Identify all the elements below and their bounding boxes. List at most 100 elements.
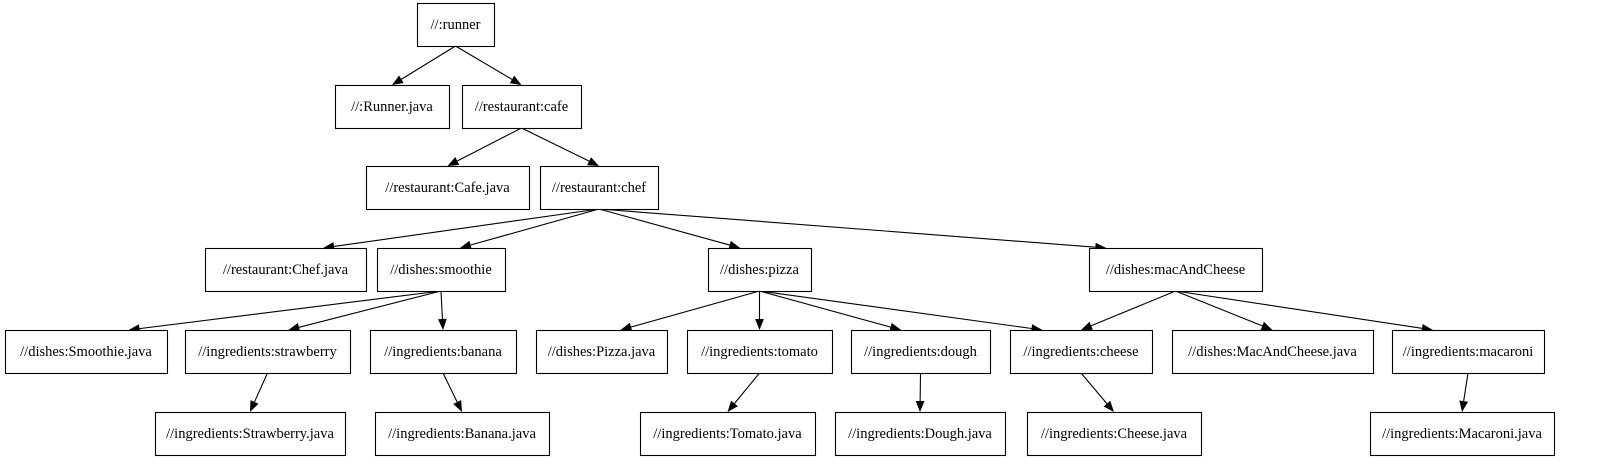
edge-arrowhead (1459, 400, 1469, 412)
graph-node-smoothie[interactable]: //dishes:smoothie (376, 247, 507, 293)
node-box[interactable] (1369, 411, 1556, 457)
node-box[interactable] (850, 329, 992, 375)
nodes-layer: //:runner //:Runner.java //restaurant:cafe… (4, 2, 1556, 457)
node-label-runner_java: //:Runner.java (351, 99, 433, 115)
node-label-macandcheese_java: //dishes:MacAndCheese.java (1188, 344, 1357, 360)
edge-chef-to-chef_java (323, 208, 600, 251)
graph-node-banana_java[interactable]: //ingredients:Banana.java (374, 411, 551, 457)
node-box[interactable] (374, 411, 551, 457)
edge-line (440, 290, 443, 320)
graph-node-tomato_java[interactable]: //ingredients:Tomato.java (639, 411, 817, 457)
node-label-banana: //ingredients:banana (384, 344, 502, 360)
graph-node-cheese_java[interactable]: //ingredients:Cheese.java (1026, 411, 1203, 457)
edge-cheese-to-cheese_java (1080, 372, 1114, 412)
edge-line (333, 208, 600, 248)
edge-arrowhead (447, 157, 460, 166)
node-box[interactable] (334, 84, 451, 130)
graph-node-cafe[interactable]: //restaurant:cafe (461, 84, 583, 130)
edge-line (253, 372, 269, 403)
graph-node-chef[interactable]: //restaurant:chef (539, 165, 660, 211)
node-box[interactable] (535, 329, 669, 375)
graph-node-macaroni_java[interactable]: //ingredients:Macaroni.java (1369, 411, 1556, 457)
node-label-chef_java: //restaurant:Chef.java (223, 262, 349, 278)
edge-cafe-to-cafe_java (447, 127, 522, 166)
edge-line (1090, 290, 1176, 327)
node-box[interactable] (369, 329, 518, 375)
graph-node-banana[interactable]: //ingredients:banana (369, 329, 518, 375)
edge-arrowhead (727, 400, 738, 412)
node-box[interactable] (639, 411, 817, 457)
edges-layer (128, 45, 1469, 412)
node-box[interactable] (834, 411, 1007, 457)
edge-smoothie-to-strawberry (288, 290, 442, 332)
graph-node-runner[interactable]: //:runner (416, 2, 496, 48)
edge-tomato-to-tomato_java (727, 372, 760, 412)
edge-arrowhead (728, 240, 741, 250)
node-box[interactable] (461, 84, 583, 130)
graph-node-macaroni[interactable]: //ingredients:macaroni (1391, 329, 1546, 375)
edge-line (139, 290, 442, 330)
node-box[interactable] (376, 247, 507, 293)
edge-arrowhead (1260, 321, 1273, 330)
edge-smoothie-to-banana (438, 290, 447, 330)
edge-arrowhead (250, 400, 259, 412)
node-label-dough_java: //ingredients:Dough.java (848, 426, 992, 442)
graph-node-chef_java[interactable]: //restaurant:Chef.java (204, 247, 368, 293)
graph-node-dough_java[interactable]: //ingredients:Dough.java (834, 411, 1007, 457)
graph-node-macandcheese_java[interactable]: //dishes:MacAndCheese.java (1171, 329, 1375, 375)
graph-node-runner_java[interactable]: //:Runner.java (334, 84, 451, 130)
node-box[interactable] (365, 165, 531, 211)
graph-node-strawberry_java[interactable]: //ingredients:Strawberry.java (154, 411, 347, 457)
node-box[interactable] (539, 165, 660, 211)
edge-line (1463, 372, 1469, 402)
graph-node-pizza_java[interactable]: //dishes:Pizza.java (535, 329, 669, 375)
graph-node-macandcheese[interactable]: //dishes:macAndCheese (1088, 247, 1264, 293)
node-label-tomato: //ingredients:tomato (701, 344, 818, 360)
graph-node-dough[interactable]: //ingredients:dough (850, 329, 992, 375)
node-label-macaroni_java: //ingredients:Macaroni.java (1382, 426, 1542, 442)
edge-macandcheese-to-macaroni (1175, 290, 1433, 333)
edge-line (457, 127, 522, 162)
node-box[interactable] (184, 329, 352, 375)
edge-arrowhead (459, 240, 472, 250)
graph-node-strawberry[interactable]: //ingredients:strawberry (184, 329, 352, 375)
graph-node-cheese[interactable]: //ingredients:cheese (1009, 329, 1154, 375)
node-box[interactable] (1088, 247, 1264, 293)
edge-line (759, 290, 1032, 330)
edge-arrowhead (915, 400, 925, 412)
graph-node-pizza[interactable]: //dishes:pizza (707, 247, 813, 293)
node-box[interactable] (1171, 329, 1375, 375)
node-box[interactable] (4, 329, 169, 375)
node-box[interactable] (1391, 329, 1546, 375)
graph-node-cafe_java[interactable]: //restaurant:Cafe.java (365, 165, 531, 211)
node-box[interactable] (707, 247, 813, 293)
edge-smoothie-to-smoothie_java (128, 290, 442, 333)
edge-runner-to-runner_java (392, 45, 456, 85)
node-box[interactable] (416, 2, 496, 48)
edge-cafe-to-chef (521, 127, 599, 166)
edge-line (455, 45, 513, 80)
edge-arrowhead (288, 323, 301, 332)
edge-line (1175, 290, 1263, 327)
edge-line (1175, 290, 1423, 329)
node-box[interactable] (1009, 329, 1154, 375)
edge-arrowhead (438, 318, 447, 330)
graph-node-smoothie_java[interactable]: //dishes:Smoothie.java (4, 329, 169, 375)
node-label-macandcheese: //dishes:macAndCheese (1106, 262, 1245, 278)
node-box[interactable] (1026, 411, 1203, 457)
node-label-cafe: //restaurant:cafe (475, 99, 568, 115)
edge-line (442, 372, 458, 403)
edge-banana-to-banana_java (442, 372, 462, 412)
edge-macaroni-to-macaroni_java (1459, 372, 1469, 412)
node-label-strawberry: //ingredients:strawberry (198, 344, 337, 360)
node-label-strawberry_java: //ingredients:Strawberry.java (166, 426, 334, 442)
node-box[interactable] (204, 247, 368, 293)
edge-arrowhead (453, 400, 462, 412)
graph-node-tomato[interactable]: //ingredients:tomato (686, 329, 834, 375)
node-box[interactable] (686, 329, 834, 375)
edge-chef-to-smoothie (459, 208, 600, 250)
edge-line (734, 372, 760, 404)
node-box[interactable] (154, 411, 347, 457)
